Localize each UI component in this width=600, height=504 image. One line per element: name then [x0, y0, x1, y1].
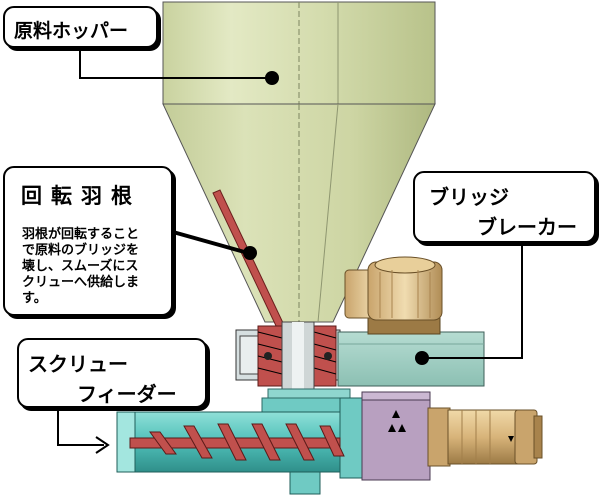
leader-lines [57, 48, 523, 446]
hopper [162, 1, 436, 323]
screw-drive-motor [447, 409, 519, 465]
rotating-vane-callout: 回転羽根 羽根が回転すること で原料のブリッジを 壊し、スムーズにス クリューへ… [3, 166, 173, 316]
rotating-vane-desc-line: クリューへ供給しま [22, 275, 140, 290]
screw-feeder [116, 388, 543, 495]
rotating-vane-desc-line: 羽根が回転すること [22, 227, 140, 242]
screw-gearbox [361, 391, 431, 481]
screw-feeder-label-line2: フィーダー [77, 382, 177, 406]
vane-pointer-dot [243, 246, 257, 260]
callout-arrow-icon [95, 436, 110, 454]
hopper-label: 原料ホッパー [14, 20, 129, 42]
hopper-pointer-dot [265, 71, 279, 85]
bridge-breaker-callout: ブリッジ ブレーカー [413, 171, 596, 243]
rotating-vane-label: 回転羽根 [21, 184, 141, 208]
hopper-callout: 原料ホッパー [3, 6, 158, 48]
bridge-breaker-label-line2: ブレーカー [477, 215, 577, 239]
bridge-breaker-label-line1: ブリッジ [429, 185, 509, 209]
rotating-vane-desc-line: 壊し、スムーズにス [22, 259, 139, 274]
screw-flights [149, 423, 345, 461]
bridge-breaker-pointer-dot [415, 351, 429, 365]
rotating-vane-desc-line: で原料のブリッジを [22, 243, 140, 258]
rotating-vane-desc-line: す。 [22, 291, 47, 306]
rotating-vane-description: 羽根が回転すること で原料のブリッジを 壊し、スムーズにス クリューへ供給しま … [22, 227, 172, 307]
screw-feeder-label-line1: スクリュー [28, 352, 128, 376]
screw-feeder-callout: スクリュー フィーダー [17, 338, 207, 408]
